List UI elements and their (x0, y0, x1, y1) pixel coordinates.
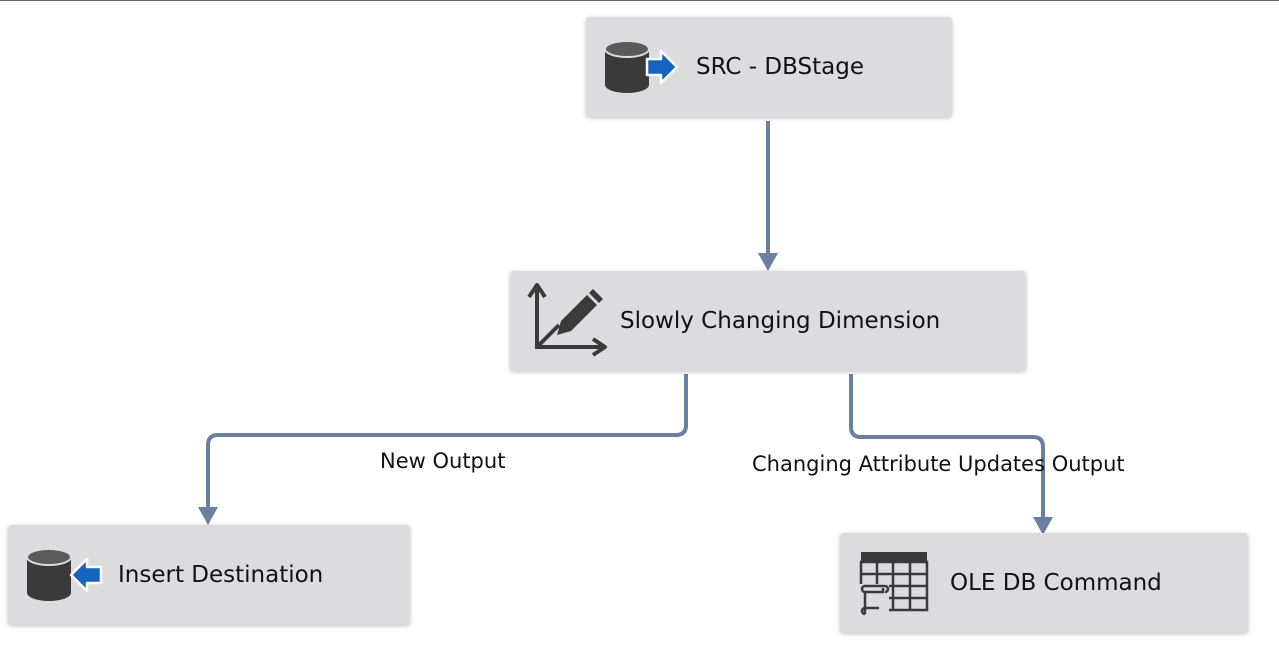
database-destination-icon (8, 525, 118, 625)
task-src-dbstage[interactable]: SRC - DBStage (586, 17, 952, 117)
path-new-output[interactable] (198, 374, 688, 525)
task-label: SRC - DBStage (696, 54, 864, 80)
task-label: Slowly Changing Dimension (620, 308, 941, 334)
task-ole-db-command[interactable]: OLE DB Command (840, 533, 1248, 633)
path-changing-attribute-output[interactable] (849, 374, 1053, 535)
task-label: OLE DB Command (950, 570, 1162, 596)
axes-pencil-icon (510, 271, 620, 371)
path-source-to-scd[interactable] (758, 121, 778, 271)
path-label-new-output[interactable]: New Output (380, 449, 506, 473)
path-label-changing-attribute-updates-output[interactable]: Changing Attribute Updates Output (752, 452, 1125, 476)
database-source-icon (586, 17, 696, 117)
task-slowly-changing-dimension[interactable]: Slowly Changing Dimension (510, 271, 1026, 371)
task-label: Insert Destination (118, 562, 324, 588)
table-command-icon (840, 533, 950, 633)
task-insert-destination[interactable]: Insert Destination (8, 525, 410, 625)
